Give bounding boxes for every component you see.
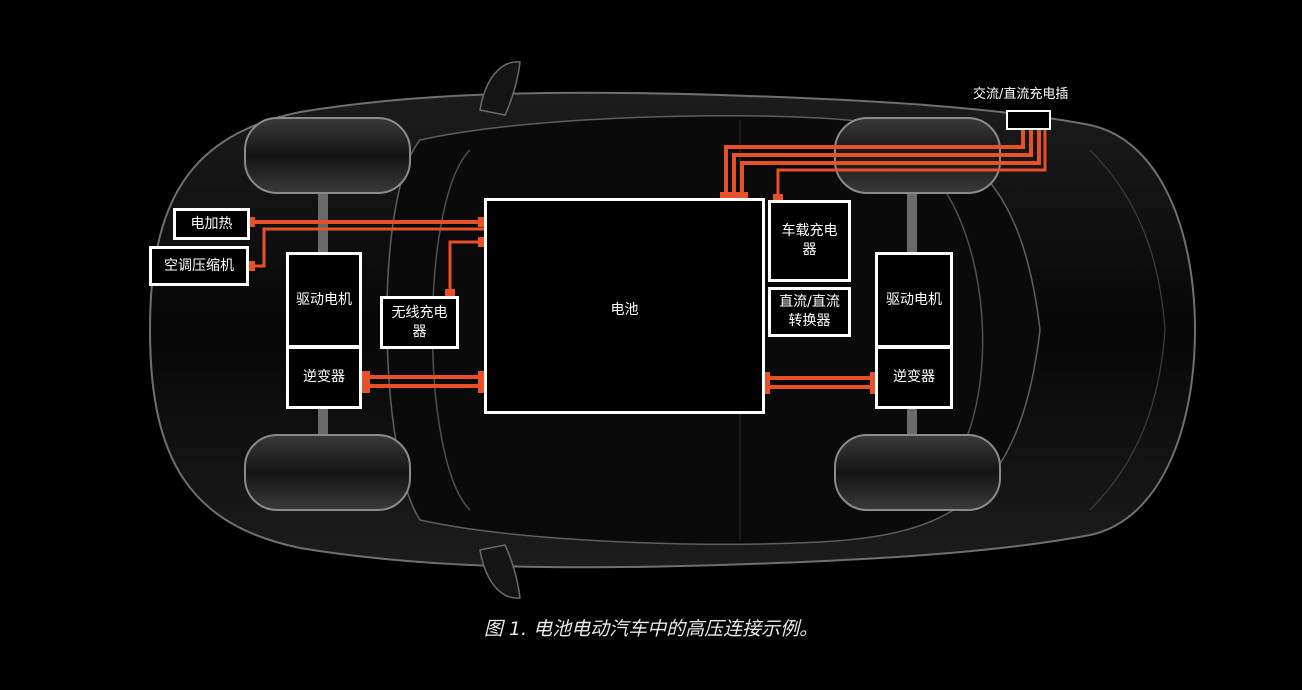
- rear-inverter-label: 逆变器: [893, 369, 935, 385]
- cable-port-battery-2: [732, 126, 1033, 200]
- cable-ac-compressor: [248, 227, 486, 268]
- car-hood-line-bottom: [1089, 329, 1166, 511]
- connector-wireless: [445, 289, 455, 297]
- ac-compressor-box: 空调压缩机: [149, 246, 249, 286]
- dcdc-converter-label: 直流/直流转换器: [779, 294, 840, 329]
- cable-port-battery-1: [724, 126, 1025, 200]
- car-hood-line-top: [1089, 149, 1166, 331]
- connector-front-inverter: [362, 371, 370, 393]
- rear-inverter-box: 逆变器: [875, 346, 953, 409]
- front-inverter-box: 逆变器: [286, 346, 362, 409]
- connector-battery-left-top: [478, 217, 486, 227]
- wireless-charger-box: 无线充电器: [380, 296, 459, 349]
- car-mirror-bottom: [479, 544, 521, 599]
- onboard-charger-box: 车载充电器: [768, 200, 851, 282]
- connector-onboard-charger: [773, 194, 783, 202]
- figure-caption: 图 1. 电池电动汽车中的高压连接示例。: [483, 618, 819, 640]
- hv-cables: [248, 126, 1047, 389]
- onboard-charger-label: 车载充电器: [781, 223, 838, 258]
- dcdc-converter-box: 直流/直流转换器: [768, 287, 851, 337]
- connector-rear-inverter: [870, 372, 878, 394]
- connector-battery-left-bus: [478, 371, 486, 393]
- front-inverter-label: 逆变器: [303, 369, 345, 385]
- cable-connectors: [247, 192, 878, 394]
- cable-port-onboard-charger: [776, 126, 1047, 202]
- wheel-front-top: [244, 117, 411, 194]
- charge-port-box: [1006, 110, 1051, 130]
- connector-ac: [247, 261, 255, 271]
- connector-battery-left-mid: [478, 237, 486, 247]
- charge-port-label: 交流/直流充电插: [973, 87, 1069, 102]
- heater-box: 电加热: [173, 208, 250, 240]
- front-motor-box: 驱动电机: [286, 252, 362, 348]
- car-mirror-top: [479, 61, 521, 116]
- battery-label: 电池: [610, 302, 639, 318]
- wireless-charger-label: 无线充电器: [391, 304, 448, 340]
- cable-wireless-battery: [448, 240, 486, 298]
- connector-heater: [247, 217, 255, 227]
- battery-box: 电池: [484, 198, 765, 414]
- connector-battery-right-bus: [762, 372, 770, 394]
- rear-motor-label: 驱动电机: [886, 291, 942, 308]
- wheel-front-bottom: [244, 434, 411, 511]
- cable-port-battery-3: [740, 126, 1041, 200]
- front-motor-label: 驱动电机: [296, 291, 352, 308]
- ac-compressor-label: 空调压缩机: [164, 257, 234, 274]
- heater-label: 电加热: [190, 215, 233, 232]
- rear-motor-box: 驱动电机: [875, 252, 953, 348]
- wheel-rear-bottom: [834, 434, 1001, 511]
- connector-battery-top: [720, 192, 748, 200]
